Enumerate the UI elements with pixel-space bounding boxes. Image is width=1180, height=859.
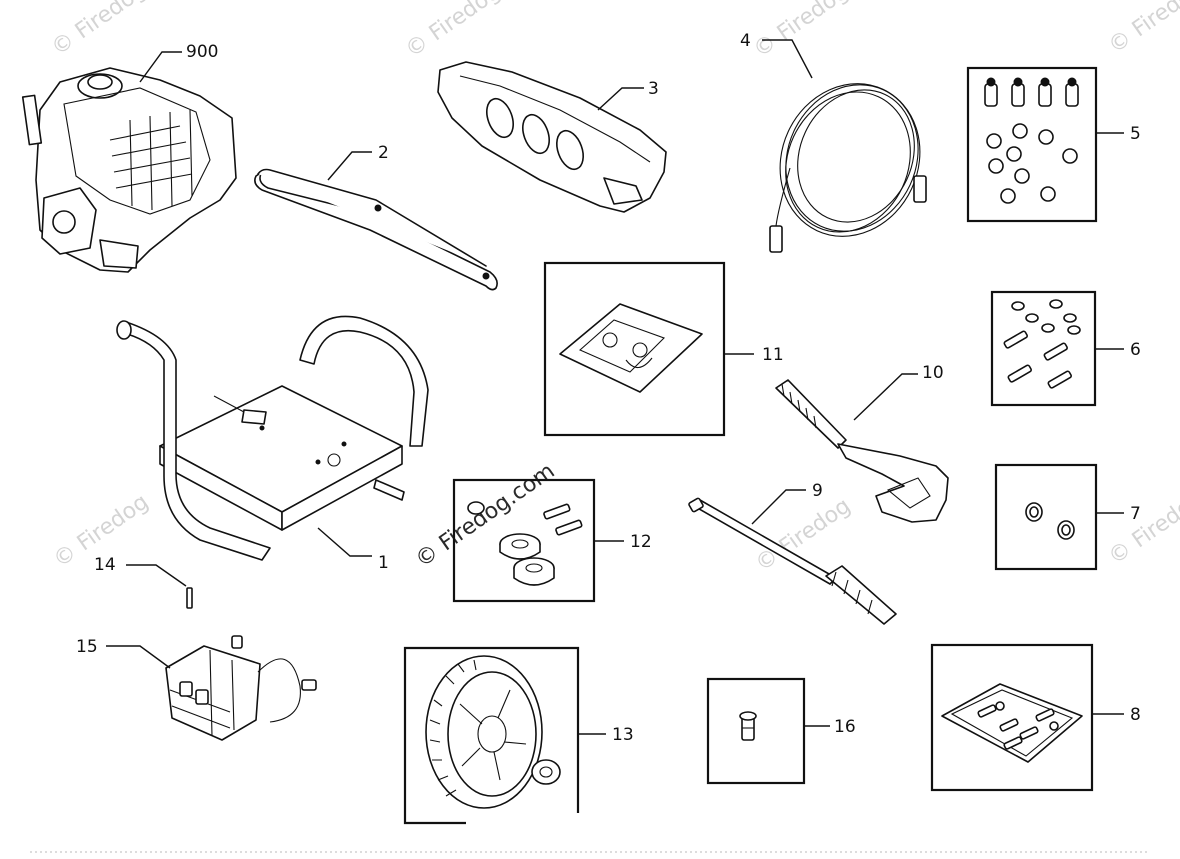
- callout-14: 14: [94, 555, 116, 575]
- leader-900: [139, 51, 182, 83]
- hardware-box-16: [706, 677, 806, 785]
- callout-1: 1: [378, 553, 389, 573]
- hardware-box-5: [966, 66, 1098, 223]
- watermark-far-right: © Firedog: [1104, 487, 1180, 570]
- callout-3: 3: [648, 79, 659, 99]
- callout-9: 9: [812, 481, 823, 501]
- callout-16: 16: [834, 717, 856, 737]
- hardware-box-8: [930, 643, 1094, 792]
- leader-1: [317, 527, 372, 557]
- spray-gun-10: [775, 379, 949, 523]
- callout-12: 12: [630, 532, 652, 552]
- callout-5: 5: [1130, 124, 1141, 144]
- callout-7: 7: [1130, 504, 1141, 524]
- watermark-top-left: © Firedog: [47, 0, 151, 61]
- fittings-5: [984, 77, 1079, 204]
- leader-14: [126, 564, 187, 587]
- callout-6: 6: [1130, 340, 1141, 360]
- wheel-13: [425, 655, 561, 809]
- engine-900: [21, 67, 237, 273]
- callout-4: 4: [740, 31, 751, 51]
- handle-bar-2: [254, 168, 498, 291]
- frame-1: [116, 315, 429, 561]
- decal-box-11: [543, 261, 726, 437]
- plugs-7: [1025, 502, 1075, 540]
- callout-10: 10: [922, 363, 944, 383]
- callout-15: 15: [76, 637, 98, 657]
- hose-4: [769, 83, 927, 253]
- hardware-bag-8: [941, 683, 1083, 763]
- leader-3: [597, 87, 644, 111]
- bolts-washers-6: [1003, 299, 1081, 389]
- watermark-top-center: © Firedog: [401, 0, 505, 63]
- decal-kit-11: [559, 303, 703, 393]
- wheel-box-13: [403, 646, 580, 825]
- watermark-center: © Firedog.com: [411, 459, 559, 573]
- pin-14: [186, 587, 193, 609]
- callout-13: 13: [612, 725, 634, 745]
- watermark-top-right: © Firedog: [1104, 0, 1180, 59]
- tray-3: [437, 61, 667, 213]
- callout-8: 8: [1130, 705, 1141, 725]
- leader-10: [853, 373, 918, 421]
- leader-4: [762, 39, 813, 79]
- fitting-16: [739, 711, 757, 741]
- spray-wand-9: [688, 497, 897, 625]
- hardware-box-7: [994, 463, 1098, 571]
- callout-900: 900: [186, 42, 218, 62]
- watermark-top-hose: © Firedog: [749, 0, 853, 63]
- leader-9: [751, 489, 806, 525]
- wheel-hardware-12: [467, 501, 583, 586]
- callout-11: 11: [762, 345, 784, 365]
- leader-2: [327, 151, 372, 181]
- leader-15: [106, 645, 171, 669]
- pump-15: [165, 635, 317, 741]
- callout-2: 2: [378, 143, 389, 163]
